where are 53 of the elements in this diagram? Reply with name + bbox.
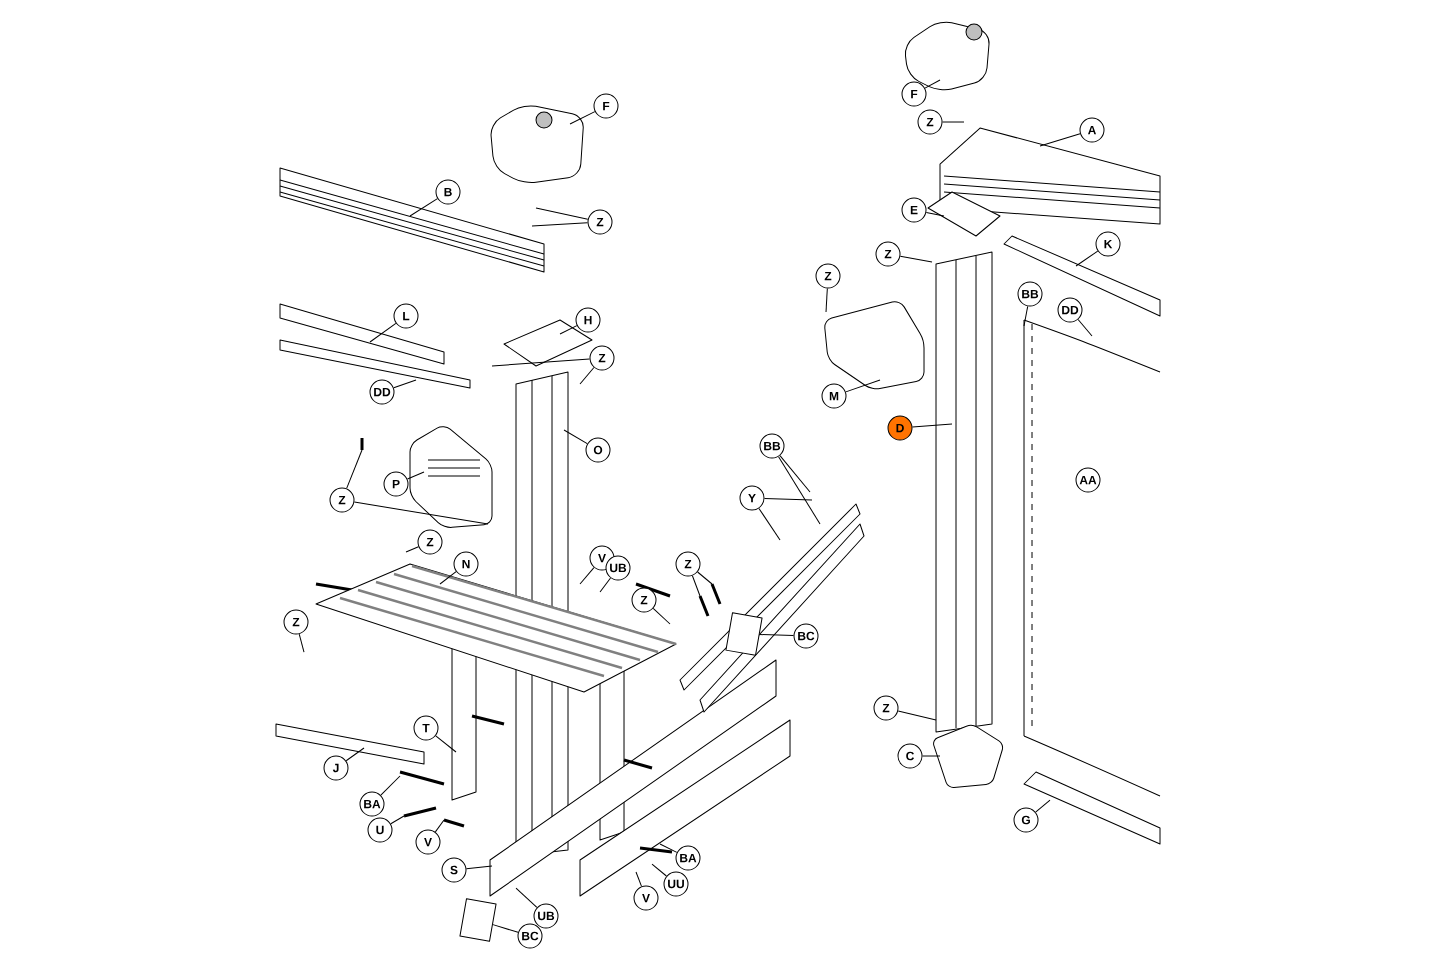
leader-line [491,358,591,367]
leader-line [922,755,941,757]
leader-line [925,211,945,217]
leader-line [405,546,419,553]
leader-line [691,575,701,597]
leader-line [897,710,937,721]
leader-line [409,198,438,217]
leader-line [531,222,589,227]
leader-line [758,507,781,541]
leader-line [390,815,405,825]
leader-line [345,747,365,762]
leader-line [492,924,519,933]
leader-line [435,735,457,753]
leader-line [1075,250,1099,267]
leader-line [1023,305,1029,327]
leader-line [764,497,813,501]
leader-line [635,871,642,887]
leader-line [346,449,363,489]
leader-line [1077,319,1093,337]
leader-line [924,79,941,89]
leader-line [652,608,671,625]
leader-line [465,865,493,870]
leader-line [439,571,457,585]
leader-line [579,367,595,385]
leader-line [407,471,425,480]
leader-line [845,379,881,393]
leader-line [353,501,489,525]
leader-line [825,288,828,313]
leader-line [569,111,596,125]
leader-line [515,887,538,908]
leader-line [369,322,397,343]
leader-line [599,577,611,593]
leader-line [393,379,417,389]
leader-line [779,455,811,493]
leader-line [434,819,445,833]
leader-line [579,567,595,585]
spacer-block [459,898,497,942]
leader-line [535,207,589,220]
leader-line [778,456,821,525]
leader-line [1035,799,1051,813]
leader-line [697,571,713,585]
leader-line [899,255,933,263]
leader-line [911,423,953,428]
leader-line [380,775,401,796]
leader-line [651,863,667,877]
leader-line [298,633,305,653]
leader-line [1039,133,1081,147]
leader-line [942,121,965,123]
leader-line [759,634,794,637]
spacer-block [725,612,763,656]
leader-line [559,325,578,335]
leader-line [659,843,678,853]
leader-line [563,429,588,445]
